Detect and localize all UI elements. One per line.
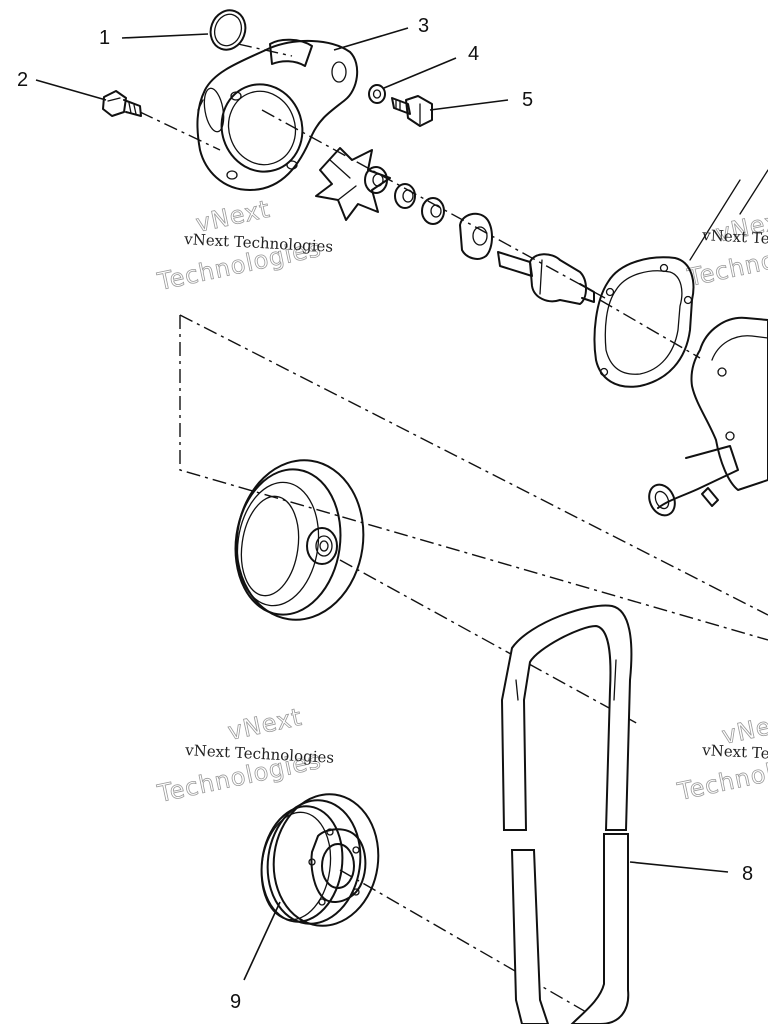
axis-pump-to-engine [599,299,701,359]
leader-2 [35,79,107,101]
bracket-frame-lower [179,315,768,641]
callout-4: 4 [468,43,479,65]
watermark-group-mid-right: vNext Technologies vNext Technologies [674,706,768,806]
pump-pulley-part [234,459,365,621]
leader-3 [333,27,409,51]
callout-8: 8 [742,863,753,885]
leader-9 [243,901,281,981]
drive-belt-part [500,604,633,1024]
leader-8 [629,861,729,873]
bracket-frame-upper [179,314,768,616]
callout-2: 2 [17,69,28,91]
leader-1 [121,33,209,39]
watermark-group-mid-left: vNext Technologies vNext Technologies [154,702,334,808]
callout-5: 5 [522,89,533,111]
bearing-collar [459,212,493,260]
gasket-part [593,256,695,388]
watermark-group-top-left: vNext Technologies vNext Technologies [154,194,333,296]
o-ring-part [209,9,247,51]
bolt-part [391,95,433,127]
axis-pulley-to-belt [339,559,641,726]
watermark-big-vnext: vNext [225,703,304,746]
engine-block-part [648,169,768,517]
callout-9: 9 [230,991,241,1013]
pump-housing-part [196,38,359,191]
crank-pulley-part [260,793,380,927]
axis-crank-pulley [339,869,601,1021]
impeller-part [315,147,391,221]
seal-ring-2 [421,197,445,225]
axis-drain-bolt [139,111,221,151]
seal-ring-1 [394,183,416,209]
callout-1: 1 [99,27,110,49]
axis-pump-shaft [261,109,606,299]
leader-4 [383,57,457,89]
drain-bolt-part [102,90,142,117]
watermark-company: vNext Technologies [701,226,768,252]
callout-3: 3 [418,15,429,37]
pump-shaft [497,251,595,305]
leader-5 [429,99,509,111]
washer-part [368,84,386,104]
leader-lines [35,27,729,981]
assembly-axes [139,43,768,1021]
callout-labels: 1 2 3 4 5 8 9 [17,15,753,1013]
